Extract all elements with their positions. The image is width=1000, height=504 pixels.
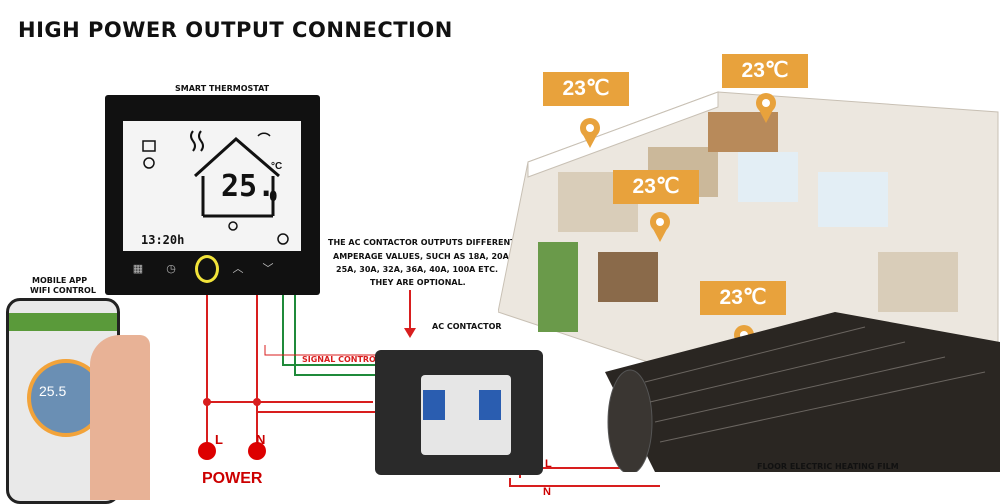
- contactor-note-line-3: 25A, 30A, 32A, 36A, 40A, 100A ETC.: [336, 265, 498, 274]
- note-arrow-head: [404, 328, 416, 338]
- app-header-bar: [9, 313, 117, 331]
- thermostat-screen: 25. 0 °C 13:20h: [123, 121, 301, 251]
- power-label: POWER: [202, 470, 263, 487]
- junction-N: [253, 398, 261, 406]
- power-N-label: N: [256, 432, 266, 447]
- menu-icon[interactable]: ▦: [132, 263, 144, 275]
- power-terminal-N: [248, 442, 266, 460]
- heating-film-label: FLOOR ELECTRIC HEATING FILM: [757, 462, 899, 471]
- contactor-blue-terminal-left: [423, 390, 445, 420]
- chevron-up-icon[interactable]: ︿: [232, 263, 244, 275]
- page-title: HIGH POWER OUTPUT CONNECTION: [18, 18, 453, 42]
- contactor-blue-terminal-right: [479, 390, 501, 420]
- signal-wire-2: [294, 295, 375, 376]
- smart-thermostat: 25. 0 °C 13:20h ▦ ◷ ︿ ﹀: [105, 95, 320, 295]
- thermostat-temperature: 25.: [221, 169, 276, 204]
- ac-contactor-label: AC CONTACTOR: [432, 322, 502, 331]
- app-temperature: 25.5: [39, 383, 67, 399]
- location-pin-icon: [580, 118, 600, 148]
- heating-film-image: [605, 312, 1000, 472]
- hand-image: [90, 335, 150, 500]
- output-N-label: N: [543, 486, 551, 498]
- location-pin-icon: [756, 93, 776, 123]
- output-wire-N: [509, 478, 660, 487]
- contactor-note-line-2: AMPERAGE VALUES, SUCH AS 18A, 20A,: [333, 252, 513, 261]
- room-temp-badge-2: 23℃: [722, 54, 808, 88]
- ac-contactor: [363, 330, 553, 480]
- room-temp-badge-4: 23℃: [700, 281, 786, 315]
- contactor-note-line-4: THEY ARE OPTIONAL.: [370, 278, 466, 287]
- thermostat-clock: 13:20h: [141, 233, 185, 247]
- chevron-down-icon[interactable]: ﹀: [262, 263, 274, 275]
- clock-icon[interactable]: ◷: [166, 263, 176, 275]
- signal-wire-1: [282, 295, 375, 366]
- power-button[interactable]: [195, 255, 219, 283]
- contactor-note-line-1: THE AC CONTACTOR OUTPUTS DIFFERENT: [328, 238, 516, 247]
- room-temp-badge-1: 23℃: [543, 72, 629, 106]
- wifi-control-label: WIFI CONTROL: [30, 286, 96, 295]
- junction-L: [203, 398, 211, 406]
- output-L-label: L: [545, 458, 552, 470]
- power-terminal-L: [198, 442, 216, 460]
- signal-control-label: SIGNAL CONTROL OUTPUT: [302, 355, 421, 364]
- thermostat-label: SMART THERMOSTAT: [175, 84, 270, 93]
- power-L-label: L: [215, 432, 223, 447]
- mobile-app-label: MOBILE APP: [32, 276, 88, 285]
- thermostat-temperature-decimal: 0: [269, 189, 278, 205]
- signal-leader: [264, 345, 420, 356]
- room-temp-badge-3: 23℃: [613, 170, 699, 204]
- location-pin-icon: [650, 212, 670, 242]
- thermostat-unit: °C: [271, 161, 283, 172]
- thermostat-house-icon: [142, 130, 289, 245]
